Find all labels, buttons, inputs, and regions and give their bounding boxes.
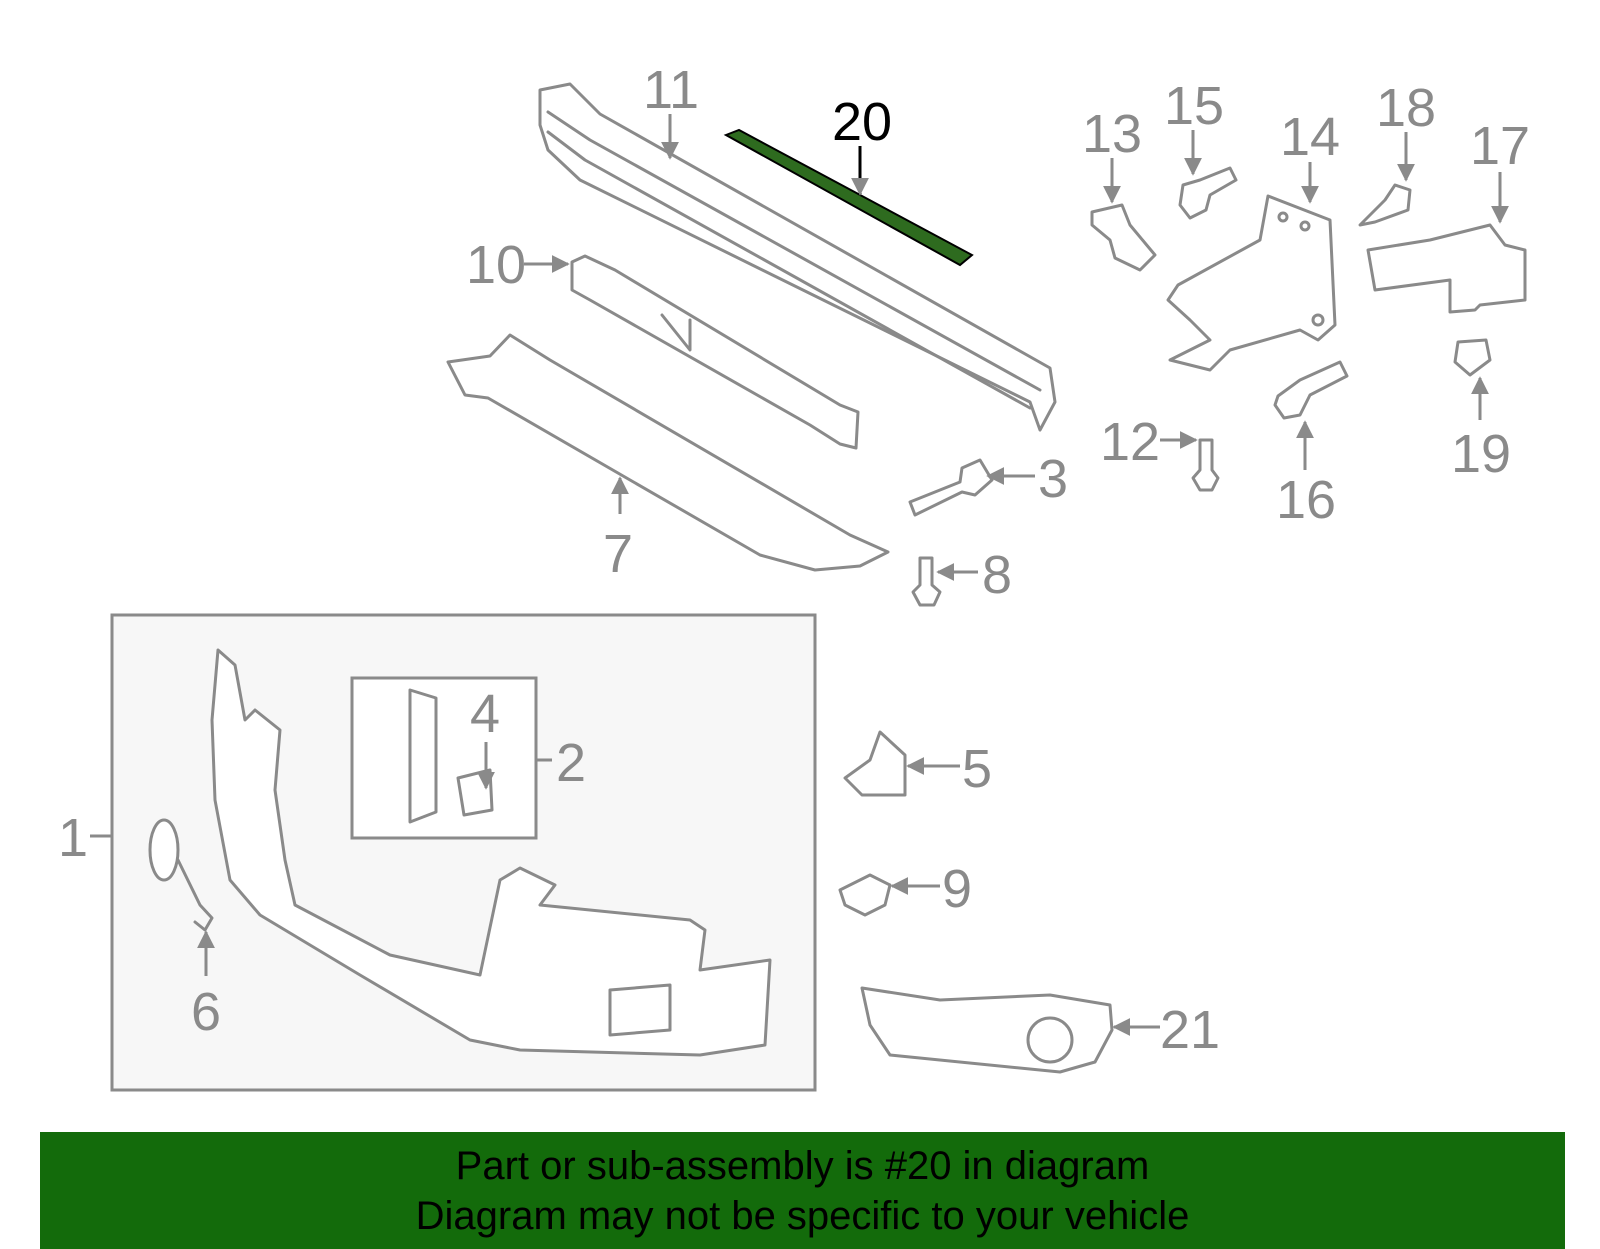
part-13-bracket[interactable]	[1090, 203, 1157, 272]
callout-19: 19	[1451, 424, 1511, 484]
part-6-tow-hook-cover[interactable]	[148, 818, 214, 932]
part-info-banner: Part or sub-assembly is #20 in diagram D…	[40, 1132, 1565, 1249]
callout-9: 9	[942, 859, 972, 919]
callout-1: 1	[58, 808, 88, 868]
part-18-screw[interactable]	[1358, 183, 1412, 227]
part-11-reinforcement-beam[interactable]	[538, 82, 1057, 432]
callout-6: 6	[191, 982, 221, 1042]
reflector-kit-box	[350, 676, 538, 840]
part-2-reflector[interactable]	[408, 688, 438, 824]
banner-line-part: Part or sub-assembly is #20 in diagram	[455, 1144, 1150, 1188]
callout-4: 4	[470, 684, 500, 744]
callout-2: 2	[556, 733, 586, 793]
callout-15: 15	[1164, 76, 1224, 136]
callout-18: 18	[1376, 78, 1436, 138]
callout-labels: 11 20 10 7 3 8 12 13 15 14 18 17 19 16 5…	[58, 60, 1530, 1060]
callout-7: 7	[603, 524, 633, 584]
part-16-bolt[interactable]	[1273, 360, 1349, 420]
part-19-nut[interactable]	[1453, 338, 1492, 377]
part-15-bolt[interactable]	[1178, 166, 1238, 220]
callout-12: 12	[1100, 412, 1160, 472]
banner-line-disclaimer: Diagram may not be specific to your vehi…	[415, 1194, 1190, 1238]
callout-20: 20	[832, 92, 892, 152]
part-3-bolt[interactable]	[908, 458, 994, 517]
callout-13: 13	[1082, 104, 1142, 164]
part-1-bumper-cover[interactable]	[210, 648, 772, 1057]
part-10-energy-absorber[interactable]	[570, 254, 860, 450]
callout-16: 16	[1276, 470, 1336, 530]
callout-14: 14	[1280, 107, 1340, 167]
callout-21: 21	[1160, 1000, 1220, 1060]
callout-10: 10	[466, 235, 526, 295]
part-7-lower-shield[interactable]	[446, 333, 890, 572]
part-8-bolt[interactable]	[911, 556, 942, 607]
part-14-mount-bracket[interactable]	[1166, 194, 1337, 372]
callout-3: 3	[1038, 449, 1068, 509]
callout-5: 5	[962, 739, 992, 799]
part-17-side-bracket[interactable]	[1366, 223, 1527, 314]
part-5-clip[interactable]	[843, 730, 907, 797]
leader-lines	[90, 114, 1509, 1036]
part-12-bolt[interactable]	[1191, 438, 1220, 492]
callout-17: 17	[1470, 116, 1530, 176]
callout-8: 8	[982, 545, 1012, 605]
part-20-impact-strip[interactable]	[723, 128, 974, 267]
part-21-fog-grille[interactable]	[860, 986, 1114, 1074]
callout-11: 11	[643, 60, 699, 120]
part-9-clip[interactable]	[838, 873, 892, 917]
